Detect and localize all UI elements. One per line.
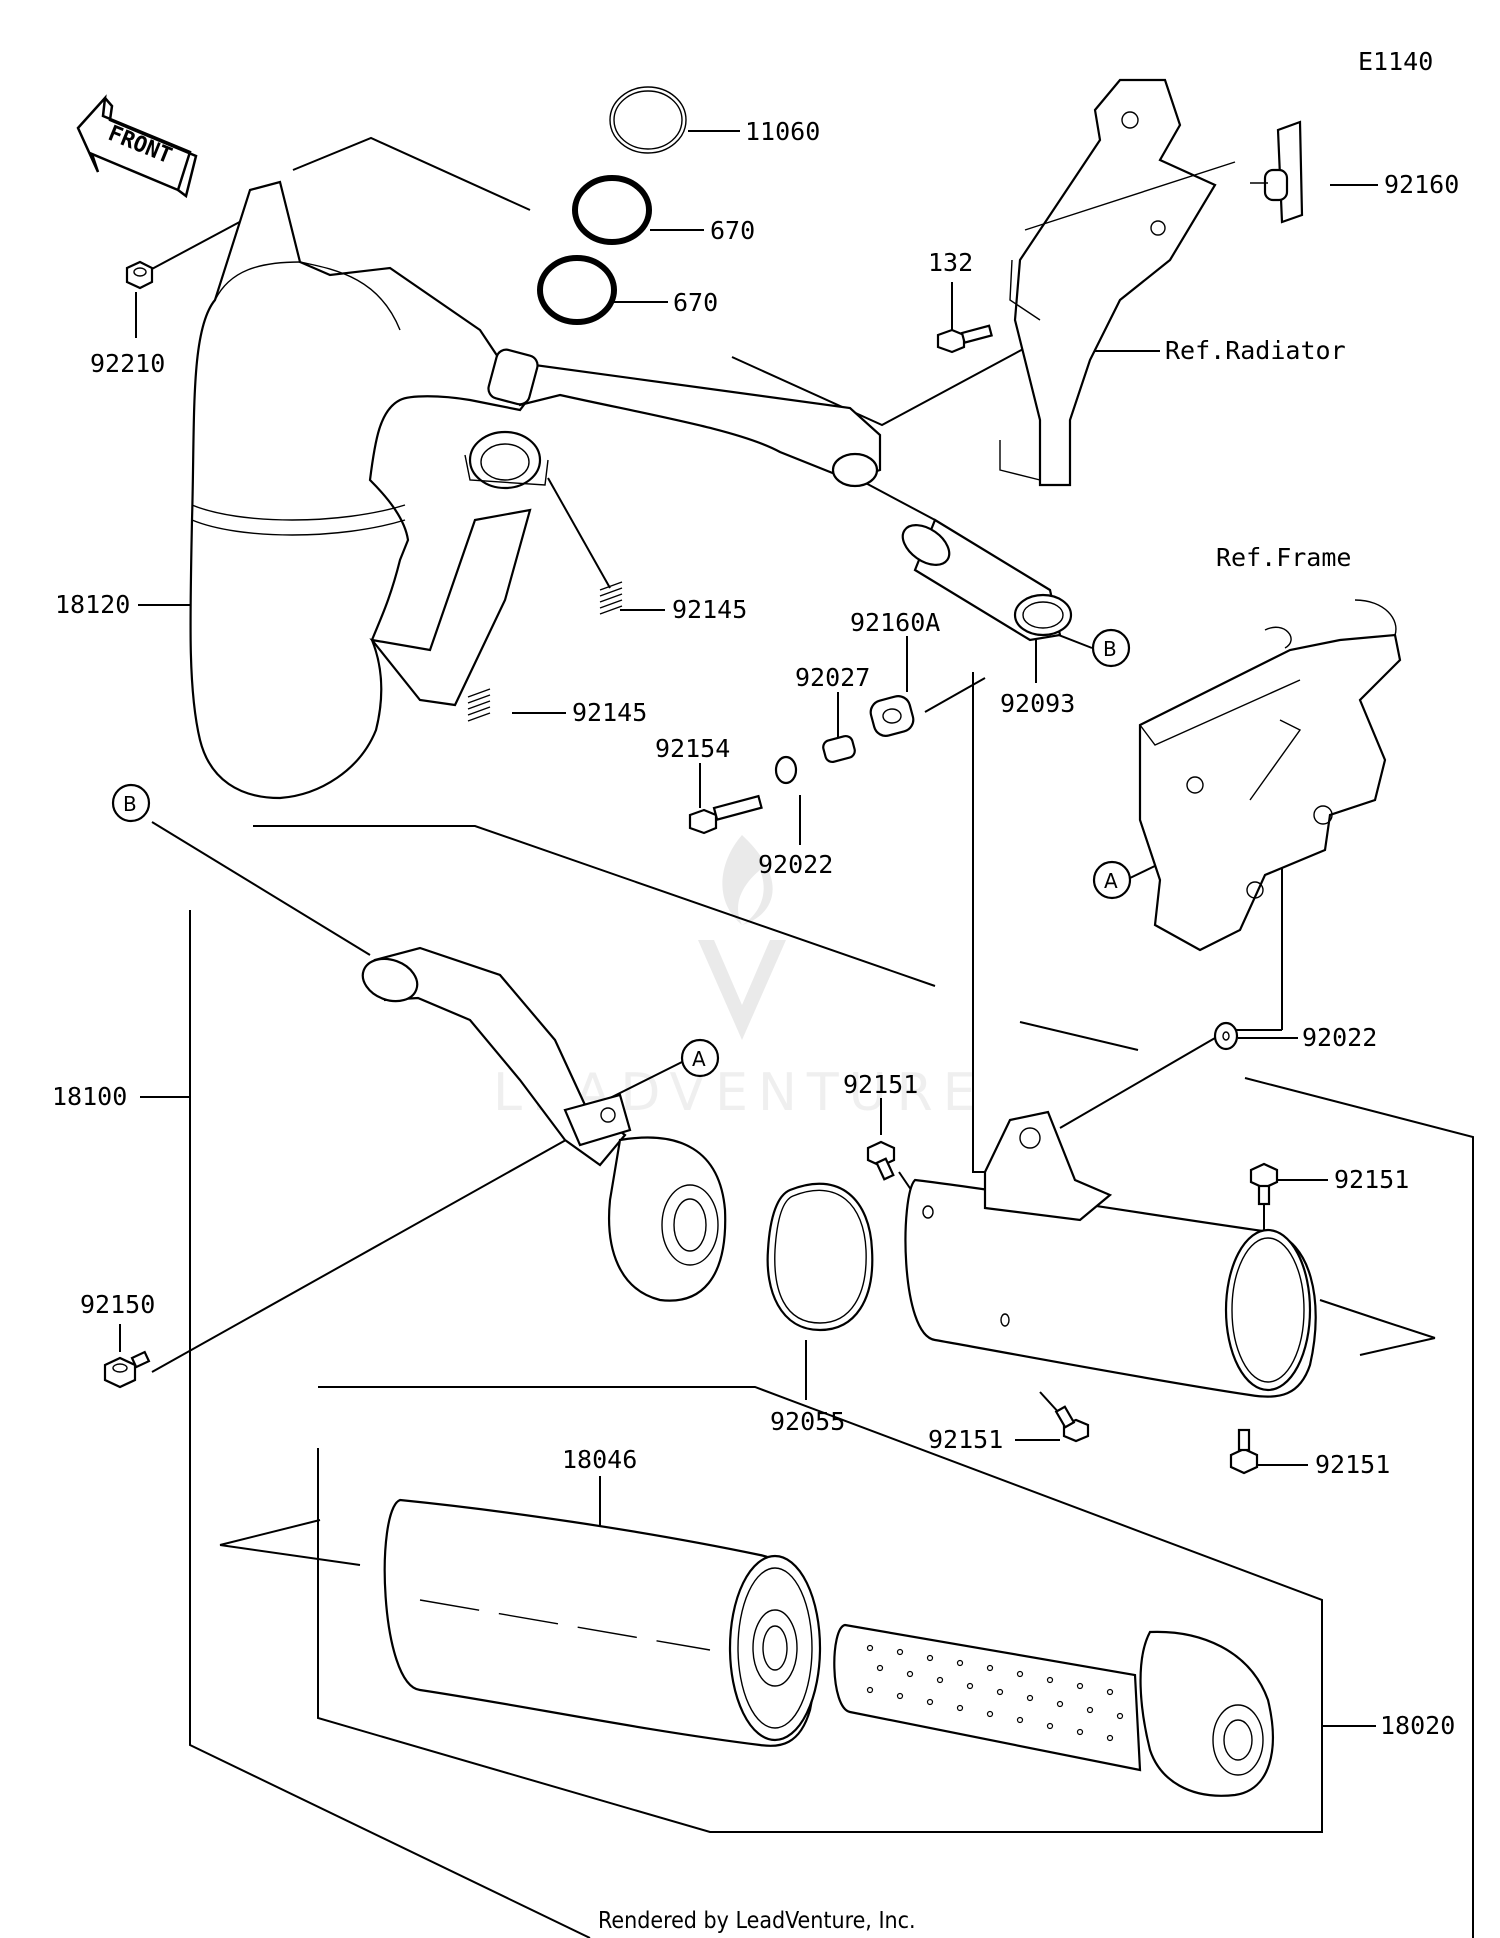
label-18046: 18046	[562, 1445, 637, 1474]
label-ref-frame: Ref.Frame	[1216, 543, 1351, 572]
callout-a-frame: A	[1092, 860, 1132, 900]
sleeve-92093	[901, 518, 1073, 642]
radiator-bracket	[999, 78, 1236, 487]
o-ring-670-lower	[537, 255, 617, 325]
diagram-code: E1140	[1358, 47, 1433, 76]
label-92027: 92027	[795, 663, 870, 692]
exhaust-pipe-18120	[189, 180, 882, 800]
label-132: 132	[928, 248, 973, 277]
o-ring-670-upper	[572, 175, 652, 245]
washer-92022-lower	[1213, 1021, 1239, 1051]
footer-credit: Rendered by LeadVenture, Inc.	[598, 1908, 916, 1934]
label-ref-radiator: Ref.Radiator	[1165, 336, 1346, 365]
bolt-132	[936, 324, 993, 354]
svg-text:A: A	[692, 1047, 706, 1071]
bolt-92154	[688, 794, 763, 835]
nut-92210	[125, 260, 154, 290]
label-92151-bottom: 92151	[1315, 1450, 1390, 1479]
label-92160: 92160	[1384, 170, 1459, 199]
bolt-92151-d	[1229, 1428, 1259, 1475]
bolt-92151-c	[1054, 1405, 1090, 1443]
part-labels: 11060 670 670 92160 132 Ref.Radiator 922…	[52, 117, 1459, 1740]
label-11060: 11060	[745, 117, 820, 146]
gasket-ring-11060	[609, 86, 687, 154]
grommet-92160	[1250, 120, 1304, 224]
label-92022-lower: 92022	[1302, 1023, 1377, 1052]
spring-92145-lower	[467, 688, 491, 722]
muffler-18100	[361, 946, 1317, 1398]
callout-b-muffler: B	[111, 783, 151, 823]
leader-lines	[119, 130, 1474, 1938]
grommet-92160A	[869, 695, 915, 737]
label-92093: 92093	[1000, 689, 1075, 718]
gasket-92055	[766, 1182, 874, 1332]
bolt-92150	[103, 1350, 151, 1389]
spring-92145-upper	[599, 581, 623, 615]
label-18120: 18120	[55, 590, 130, 619]
washer-92022-upper	[774, 755, 798, 785]
frame	[1138, 599, 1402, 952]
muffler-body-18046	[383, 1498, 822, 1747]
label-92151-center: 92151	[928, 1425, 1003, 1454]
callout-a-muffler: A	[680, 1038, 720, 1078]
label-92145-lower: 92145	[572, 698, 647, 727]
label-92145-upper: 92145	[672, 595, 747, 624]
collar-92027	[822, 734, 856, 764]
label-92154: 92154	[655, 734, 730, 763]
svg-text:B: B	[123, 792, 137, 816]
label-92022-upper: 92022	[758, 850, 833, 879]
front-arrow-icon: FRONT	[76, 94, 198, 199]
bolt-92151-b	[1249, 1162, 1279, 1206]
svg-text:A: A	[1104, 869, 1118, 893]
bolt-92151-a	[866, 1140, 896, 1181]
label-670-upper: 670	[710, 216, 755, 245]
label-670-lower: 670	[673, 288, 718, 317]
label-92150: 92150	[80, 1290, 155, 1319]
svg-text:B: B	[1103, 637, 1117, 661]
label-92210: 92210	[90, 349, 165, 378]
label-92055: 92055	[770, 1407, 845, 1436]
label-18100: 18100	[52, 1082, 127, 1111]
callout-b-sleeve: B	[1091, 628, 1131, 668]
label-18020: 18020	[1380, 1711, 1455, 1740]
silencer-core-18020	[833, 1623, 1274, 1797]
label-92151-top: 92151	[843, 1070, 918, 1099]
label-92160A: 92160A	[850, 608, 940, 637]
label-92151-right: 92151	[1334, 1165, 1409, 1194]
